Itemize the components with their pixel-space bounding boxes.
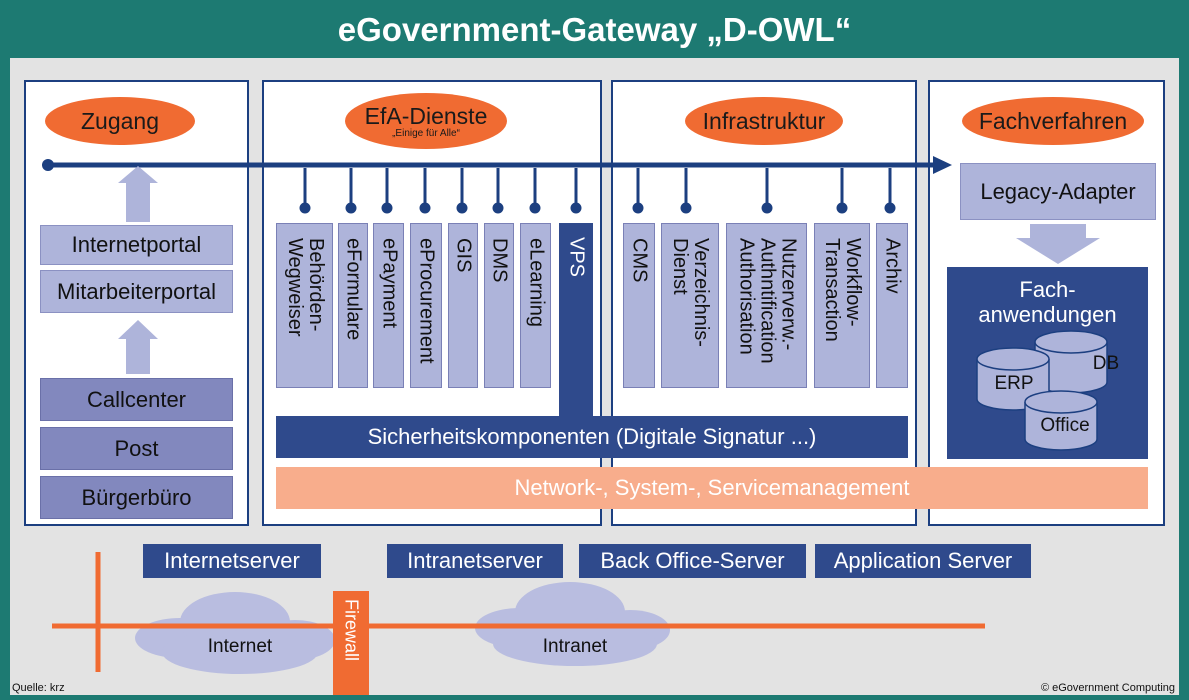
diagram-title: eGovernment-Gateway „D-OWL“ <box>337 11 852 48</box>
arrow-down-icon <box>1016 224 1100 264</box>
service-eprocurement: eProcurement <box>410 223 442 388</box>
legacy-adapter-box: Legacy-Adapter <box>960 163 1156 220</box>
cloud-internet-icon <box>135 592 335 674</box>
service-nutzerverwaltung: Nutzerverw.- Authntification Authorisati… <box>726 223 807 388</box>
zugang-internetportal: Internetportal <box>40 225 233 265</box>
source-credit: Quelle: krz <box>12 682 65 694</box>
service-gis: GIS <box>448 223 478 388</box>
server-intranet: Intranetserver <box>387 544 563 578</box>
service-dms: DMS <box>484 223 514 388</box>
section-efa-label: EfA-Dienste „Einige für Alle“ <box>345 93 507 149</box>
service-eformulare: eFormulare <box>338 223 368 388</box>
section-fachverfahren-label: Fachverfahren <box>962 97 1144 145</box>
efa-subtitle: „Einige für Alle“ <box>392 127 460 139</box>
cloud-internet-label: Internet <box>207 636 273 657</box>
section-infrastruktur-label: Infrastruktur <box>685 97 843 145</box>
bus-start-dot <box>42 159 54 171</box>
firewall-label: Firewall <box>341 599 362 662</box>
arrow-up-top-icon <box>118 166 158 222</box>
arrow-up-bottom-icon <box>118 320 158 374</box>
firewall-box: Firewall <box>333 591 369 695</box>
db-cylinder-office <box>1024 390 1098 451</box>
db-label-erp: ERP <box>994 373 1034 394</box>
copyright-notice: © eGovernment Computing <box>1040 682 1175 694</box>
db-label-office: Office <box>1040 415 1090 436</box>
efa-title: EfA-Dienste <box>364 102 488 129</box>
zugang-buergerbuero: Bürgerbüro <box>40 476 233 519</box>
service-behoerdenwegweiser: Behörden- Wegweiser <box>276 223 333 388</box>
service-verzeichnisdienst: Verzeichnis- Dienst <box>661 223 719 388</box>
service-elearning: eLearning <box>520 223 551 388</box>
bus-arrowhead <box>933 156 952 174</box>
database-stack <box>976 330 1108 451</box>
cloud-intranet-label: Intranet <box>542 636 608 657</box>
zugang-mitarbeiterportal: Mitarbeiterportal <box>40 270 233 313</box>
zugang-callcenter: Callcenter <box>40 378 233 421</box>
service-epayment: ePayment <box>373 223 404 388</box>
db-cylinder-db <box>1034 330 1108 394</box>
service-workflow: Workflow- Transaction <box>814 223 870 388</box>
db-label-db: DB <box>1092 353 1120 374</box>
service-archiv: Archiv <box>876 223 908 388</box>
server-backoffice: Back Office-Server <box>579 544 806 578</box>
zugang-post: Post <box>40 427 233 470</box>
vps-bar: VPS <box>559 223 593 423</box>
security-components-bar: Sicherheitskomponenten (Digitale Signatu… <box>276 416 908 458</box>
server-application: Application Server <box>815 544 1031 578</box>
section-zugang-label: Zugang <box>45 97 195 145</box>
management-bar: Network-, System-, Servicemanagement <box>276 467 1148 509</box>
service-cms: CMS <box>623 223 655 388</box>
fachanwendungen-label: Fach- anwendungen <box>978 277 1117 327</box>
server-internet: Internetserver <box>143 544 321 578</box>
